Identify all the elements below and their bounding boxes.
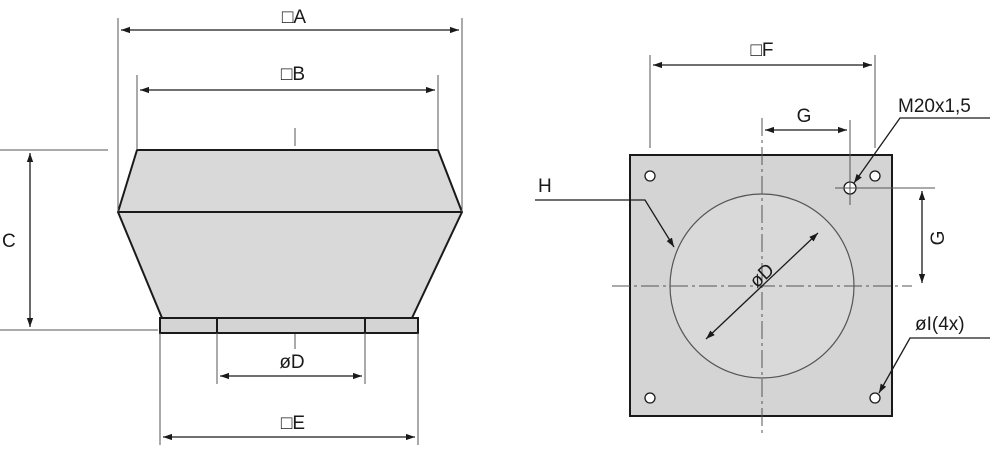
leader-h (535, 199, 675, 248)
label-thread: M20x1,5 (898, 96, 971, 117)
label-c: C (2, 231, 16, 252)
plan-view: □F G G øD H M20x1,5 øI(4x) (535, 40, 990, 436)
leader-holes (878, 337, 990, 394)
leader-thread (853, 117, 990, 184)
side-view: □A □B C øD □E (0, 7, 463, 445)
label-g-side: G (928, 231, 949, 246)
label-h: H (538, 176, 552, 197)
corner-hole-top-right (869, 170, 881, 182)
label-a: □A (282, 7, 306, 28)
fan-housing (117, 211, 463, 319)
label-holes: øI(4x) (915, 314, 965, 335)
corner-hole-top-left (644, 170, 656, 182)
dimension-d-plan-line (705, 232, 819, 340)
corner-hole-bottom-left (644, 392, 656, 404)
corner-hole-bottom-right (869, 392, 881, 404)
base-flange (216, 317, 366, 334)
label-e: □E (281, 413, 305, 434)
fan-cap (117, 149, 463, 213)
label-d-side: øD (279, 352, 304, 373)
label-b: □B (281, 64, 305, 85)
label-g-top: G (797, 106, 812, 127)
label-f: □F (750, 40, 773, 61)
